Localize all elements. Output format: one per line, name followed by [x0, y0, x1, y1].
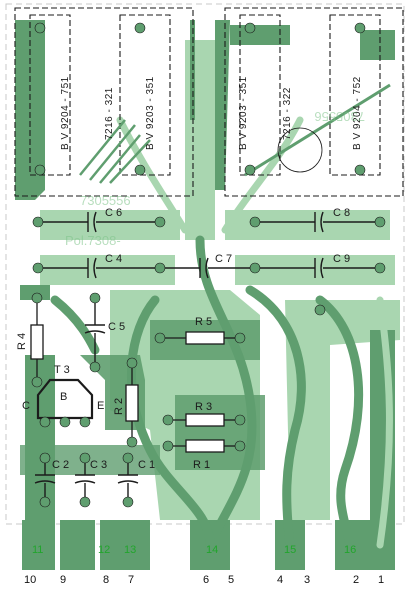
- diagonal-trace: [244, 83, 391, 177]
- pin-number-6: 6: [203, 574, 209, 586]
- pad-label-14: 14: [206, 544, 218, 556]
- res-r2-label: R 2: [113, 398, 125, 415]
- cap-c4-label: C 4: [105, 253, 122, 265]
- relay-outlines: [14, 7, 404, 197]
- pad-label-16: 16: [344, 544, 356, 556]
- ghost-text-2: Pol.7308-: [65, 233, 121, 248]
- ghost-text-3: 7305556: [314, 109, 365, 124]
- cap-leads-top: [38, 211, 380, 279]
- res-r4-label: R 4: [16, 333, 28, 350]
- relay-label-1: B V 9204 - 751: [60, 76, 71, 150]
- pin-number-10: 10: [24, 574, 36, 586]
- pin-number-3: 3: [304, 574, 310, 586]
- hatched-trace: [79, 119, 151, 184]
- pad-label-15: 15: [284, 544, 296, 556]
- res-r5-label: R 5: [195, 316, 212, 328]
- relay-label-4: B V 9203 - 351: [238, 76, 249, 150]
- transistor-pin-e: E: [97, 400, 104, 412]
- relay-label-6: B V 9204 - 752: [352, 76, 363, 150]
- cap-c2-label: C 2: [52, 459, 69, 471]
- relay-label-5: 7216 - 322: [282, 87, 293, 140]
- pin-number-4: 4: [277, 574, 283, 586]
- cap-c3-label: C 3: [90, 459, 107, 471]
- transistor-pin-c: C: [22, 400, 30, 412]
- solder-pads: [31, 22, 386, 508]
- relay-label-2: 7216 - 321: [104, 87, 115, 140]
- pad-label-13: 13: [124, 544, 136, 556]
- relay-circle-mark: [277, 127, 323, 173]
- cap-c7-label: C 7: [215, 253, 232, 265]
- pin-number-5: 5: [228, 574, 234, 586]
- cap-c6-label: C 6: [105, 207, 122, 219]
- ghost-text-1: 7305556: [80, 193, 131, 208]
- pad-label-11: 11: [32, 544, 43, 556]
- res-r1-label: R 1: [193, 459, 210, 471]
- cap-c5: [84, 300, 106, 365]
- cap-c9-label: C 9: [333, 253, 350, 265]
- pin-number-2: 2: [353, 574, 359, 586]
- transistor-outline: [36, 378, 94, 420]
- pin-number-8: 8: [103, 574, 109, 586]
- cap-c5-label: C 5: [108, 321, 125, 333]
- cap-c8-label: C 8: [333, 207, 350, 219]
- cap-c1-label: C 1: [138, 459, 155, 471]
- board-outline: [5, 3, 405, 525]
- curved-traces: [50, 235, 364, 550]
- transistor-label: T 3: [54, 364, 70, 376]
- pin-number-9: 9: [60, 574, 66, 586]
- relay-label-3: B V 9203 - 351: [145, 76, 156, 150]
- pin-number-7: 7: [128, 574, 134, 586]
- pad-label-12: 12: [98, 544, 110, 556]
- transistor-pin-b: B: [60, 391, 67, 403]
- res-r3-label: R 3: [195, 401, 212, 413]
- pin-number-1: 1: [378, 574, 384, 586]
